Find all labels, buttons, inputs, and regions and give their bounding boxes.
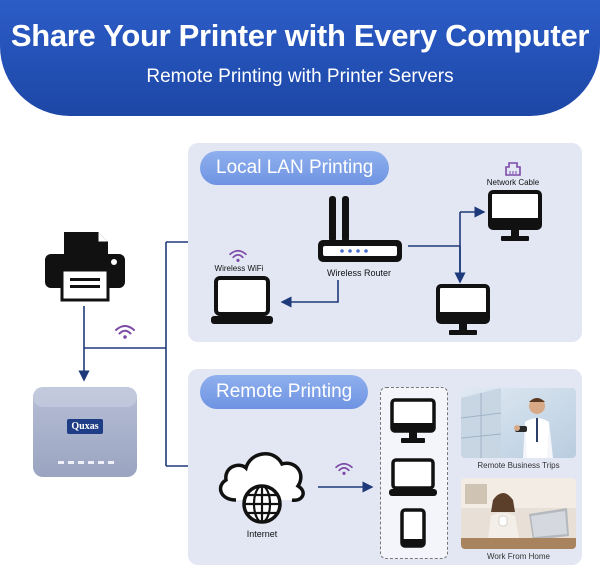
wifi-icon — [114, 324, 136, 340]
network-cable-label: Network Cable — [484, 178, 542, 187]
business-trip-caption: Remote Business Trips — [461, 461, 576, 470]
phone-icon — [400, 508, 426, 548]
work-from-home-caption: Work From Home — [461, 552, 576, 561]
work-from-home-photo — [461, 478, 576, 549]
wireless-router-label: Wireless Router — [318, 268, 400, 278]
laptop-icon — [210, 276, 274, 326]
cloud-globe-icon — [212, 440, 312, 526]
monitor-icon — [390, 398, 436, 446]
wifi-icon — [334, 462, 354, 476]
printer-icon — [42, 230, 128, 302]
monitor-icon — [436, 284, 490, 338]
wireless-wifi-label: Wireless WiFi — [212, 264, 266, 273]
wifi-icon — [228, 249, 248, 263]
device-brand-label: Quxas — [67, 421, 103, 432]
business-trip-photo — [461, 388, 576, 458]
router-icon — [316, 196, 406, 266]
printer-server-icon — [32, 386, 138, 478]
laptop-icon — [388, 458, 438, 498]
internet-label: Internet — [232, 529, 292, 539]
monitor-icon — [488, 190, 542, 244]
network-port-icon — [504, 161, 522, 176]
